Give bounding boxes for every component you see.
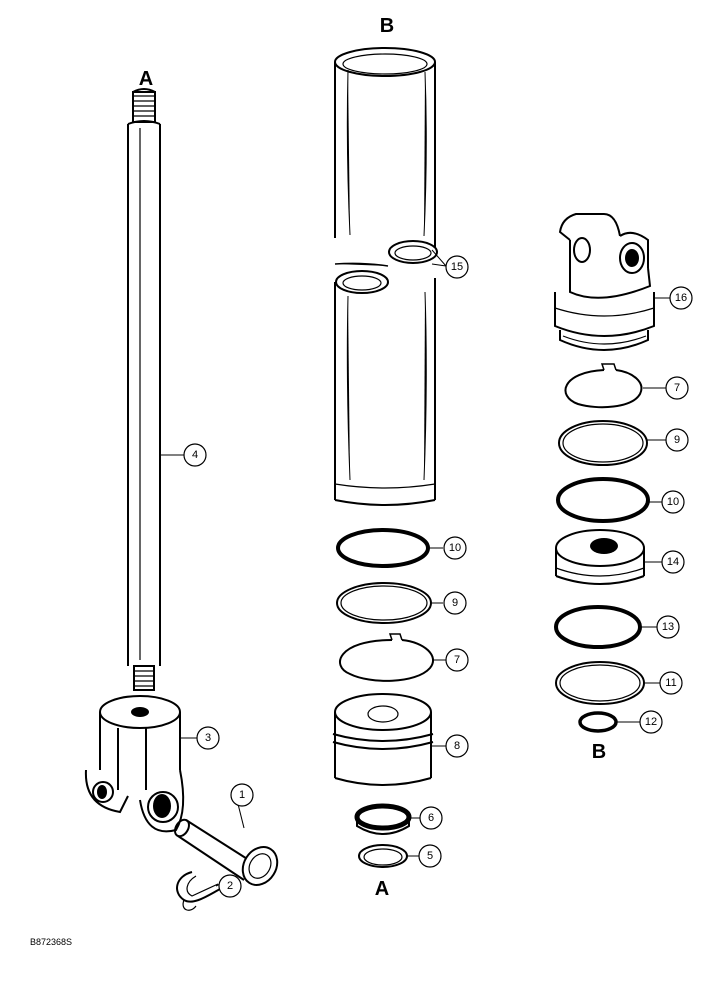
callout-labels: 4 3 1 2 15 16 7 9 10 14 13 11 12 10 9 7 … [192,261,687,892]
callout-label-7-left: 7 [454,654,460,666]
callout-label-16: 16 [675,292,687,304]
section-letter-gland-bottom: B [592,741,606,763]
callout-label-11: 11 [665,677,676,689]
wear-ring-5 [358,844,408,868]
retaining-ring-7-left [339,633,434,682]
callout-label-9-left: 9 [452,597,458,609]
callout-label-3: 3 [205,732,211,744]
callout-7-right [665,376,689,400]
callout-13 [656,615,680,639]
o-ring-10-right [556,477,650,523]
backup-ring-9-right [558,420,648,466]
callout-5 [418,844,442,868]
callout-7-left [445,648,469,672]
callout-label-10-left: 10 [449,542,461,554]
spacer-14 [555,529,645,585]
callout-12 [639,710,663,734]
backup-ring-9-left [336,582,432,624]
callout-14 [661,550,685,574]
rod-eye [84,695,185,833]
piston-rod [127,88,161,691]
callout-label-15: 15 [451,261,463,273]
callout-label-13: 13 [662,621,674,633]
callout-15 [445,255,469,279]
section-letter-barrel-top: B [380,15,394,37]
callout-label-12: 12 [645,716,657,728]
o-ring-10-left [336,528,430,568]
callout-label-4: 4 [192,449,198,461]
callout-9-right [665,428,689,452]
o-ring-13 [554,605,642,649]
callout-label-5: 5 [427,850,433,862]
figure-id: B872368S [30,937,72,947]
callout-10-right [661,490,685,514]
callout-3 [196,726,220,750]
o-ring-12 [578,711,618,733]
callout-16 [669,286,693,310]
callout-9-left [443,591,467,615]
section-letter-piston-bottom: A [375,878,389,900]
clevis-pin [174,818,279,886]
callout-label-1: 1 [239,789,245,801]
rod-seal-6 [354,803,412,835]
callout-8 [445,734,469,758]
cylinder-barrel [334,47,438,506]
callout-2 [218,874,242,898]
callout-label-7-right: 7 [674,382,680,394]
callout-10-left [443,536,467,560]
callout-label-6: 6 [428,812,434,824]
backup-ring-11 [555,661,645,705]
callout-label-9-right: 9 [674,434,680,446]
section-letter-rod-top: A [139,68,153,90]
retaining-ring-7-right [564,363,643,409]
callout-label-8: 8 [454,740,460,752]
callout-label-2: 2 [227,880,233,892]
callouts [183,255,693,898]
cotter-pin [176,871,223,911]
callout-label-10-right: 10 [667,496,679,508]
callout-6 [419,806,443,830]
callout-4 [183,443,207,467]
callout-label-14: 14 [667,556,679,568]
callout-11 [659,671,683,695]
cylinder-gland [554,213,655,351]
piston [332,693,434,786]
callout-1 [230,783,254,807]
